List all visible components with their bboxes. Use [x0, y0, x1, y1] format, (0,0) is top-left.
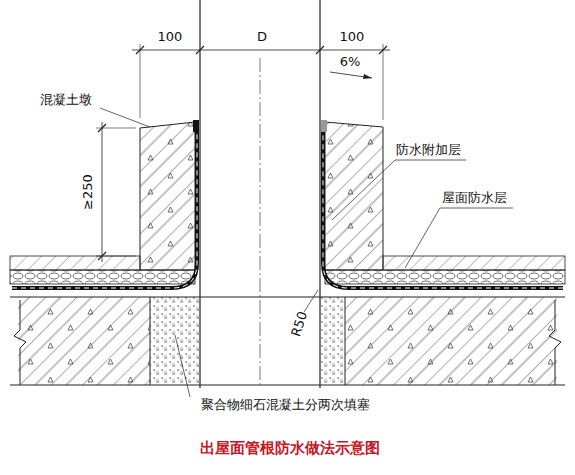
drawing-title: 出屋面管根防水做法示意图: [200, 439, 380, 458]
part-label: 混凝土墩: [40, 93, 92, 107]
part-label: 聚合物细石混凝土分两次填塞: [201, 398, 370, 412]
part-label: 屋面防水层: [442, 191, 507, 205]
dimension-text: 100: [340, 30, 365, 44]
dimension-text: ≥250: [81, 174, 95, 210]
dimension-text: 100: [158, 30, 183, 44]
part-label: 防水附加层: [396, 143, 461, 157]
radius-text: R50: [289, 310, 311, 339]
dimension-text: D: [255, 30, 269, 44]
slope-text: 6%: [338, 55, 363, 69]
